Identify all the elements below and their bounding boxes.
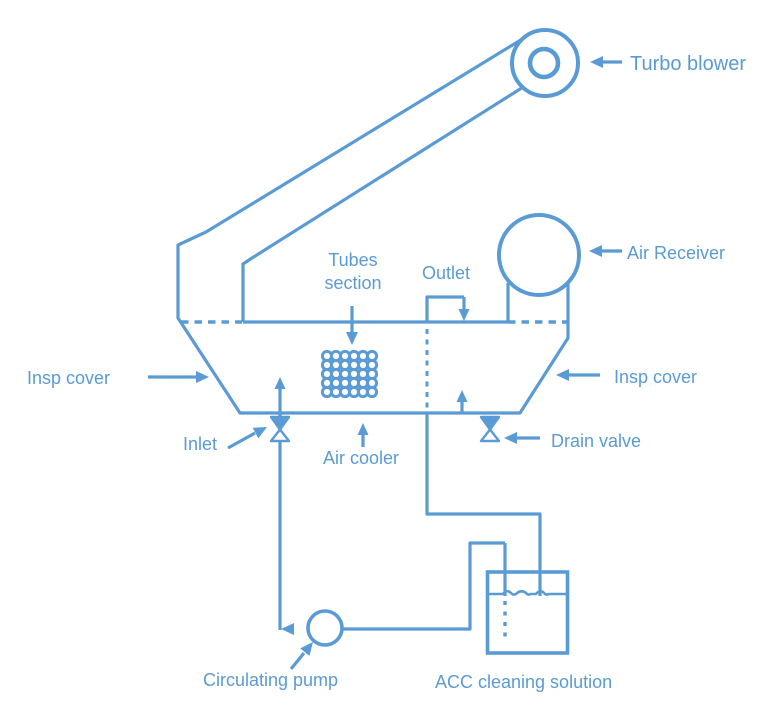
outlet-port — [425, 295, 464, 322]
circulating-pump-pointer-arrowhead — [300, 642, 313, 656]
pump-discharge-arrowhead — [281, 623, 294, 635]
drain-valve-pointer-arrowhead — [504, 432, 517, 444]
tubes-arrowhead — [346, 332, 358, 345]
drain-side-up-arrowhead — [456, 390, 468, 402]
circulating-pump-label: Circulating pump — [203, 670, 338, 690]
tubes-section-label-line2: section — [324, 273, 381, 293]
acc-cleaning-solution-label: ACC cleaning solution — [435, 672, 612, 692]
outlet-label: Outlet — [422, 263, 470, 283]
suction-pipe — [325, 541, 507, 631]
duct-outer-wall-and-hopper-outline — [176, 36, 570, 415]
air-cooler-arrowhead — [357, 423, 369, 435]
outlet-flow-arrowhead — [458, 309, 470, 321]
drain-valve — [479, 415, 501, 443]
tube-bundle — [320, 349, 379, 399]
inlet-pointer-shaft — [227, 431, 256, 450]
insp-cover-right-label: Insp cover — [614, 367, 697, 387]
turbo-blower-casing — [510, 28, 580, 98]
air-receiver-pointer-arrowhead — [589, 245, 602, 257]
inlet-flow-arrowhead — [274, 377, 286, 389]
circulating-pump-pointer-shaft — [289, 651, 306, 671]
insp-cover-left-pointer-arrowhead — [196, 371, 209, 383]
air-receiver-label: Air Receiver — [627, 243, 725, 263]
air-cooler-label: Air cooler — [323, 448, 399, 468]
insp-cover-right-pointer-arrowhead — [556, 369, 569, 381]
duct-inner-wall — [241, 82, 529, 322]
turbo-blower-pointer-arrowhead — [590, 56, 603, 68]
circulating-pump — [306, 609, 344, 647]
insp-cover-left-label: Insp cover — [27, 368, 110, 388]
inlet-pointer-arrowhead — [252, 427, 267, 439]
tubes-section-label-line1: Tubes — [328, 250, 377, 270]
turbo-blower-hub-icon — [527, 46, 561, 80]
air-receiver-vessel — [497, 213, 581, 297]
inlet-label: Inlet — [183, 434, 217, 454]
drain-return-pipe — [425, 413, 542, 596]
inlet-valve — [269, 415, 291, 443]
liquid-surface-wave — [489, 589, 566, 596]
cleaning-solution-tank — [485, 570, 570, 655]
turbo-blower-label: Turbo blower — [630, 53, 746, 75]
drain-valve-label: Drain valve — [551, 431, 641, 451]
